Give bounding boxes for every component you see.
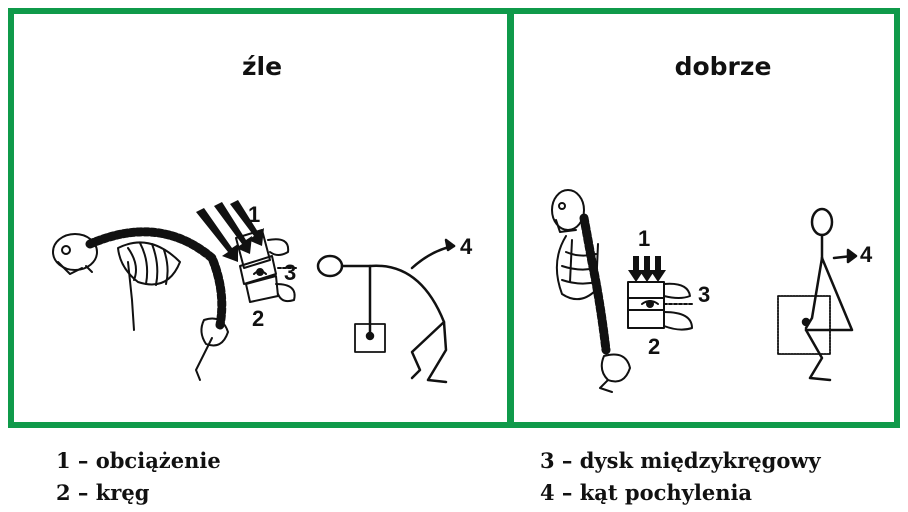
label-1-good: 1: [638, 226, 650, 251]
upright-skeleton: [551, 189, 631, 393]
label-3-bad: 3: [284, 260, 296, 285]
stick-figure-bent: [316, 238, 456, 384]
vertebra-disc-good: [627, 281, 695, 331]
stick-figure-squat: [777, 207, 858, 382]
legend-item-2: 2 – kręg: [56, 480, 150, 505]
label-2-bad: 2: [252, 306, 264, 331]
panel-divider: [507, 8, 514, 428]
load-arrows-bad: [196, 200, 264, 262]
label-3-good: 3: [698, 282, 710, 307]
vertebra-disc-bad: [235, 229, 297, 303]
upright-spine: [579, 213, 611, 355]
legend-item-1: 1 – obciążenie: [56, 448, 221, 473]
bent-spine: [85, 227, 227, 330]
panel-title-good: dobrze: [674, 52, 772, 81]
label-1-bad: 1: [248, 202, 260, 227]
label-4-bad: 4: [460, 234, 473, 259]
panel-title-bad: źle: [241, 52, 283, 81]
legend-item-3: 3 – dysk międzykręgowy: [540, 448, 821, 473]
label-4-good: 4: [860, 242, 873, 267]
legend-item-4: 4 – kąt pochylenia: [540, 480, 753, 505]
load-arrows-good: [628, 256, 666, 282]
label-2-good: 2: [648, 334, 660, 359]
diagram-frame: [8, 8, 900, 428]
bent-skeleton: [52, 233, 229, 381]
